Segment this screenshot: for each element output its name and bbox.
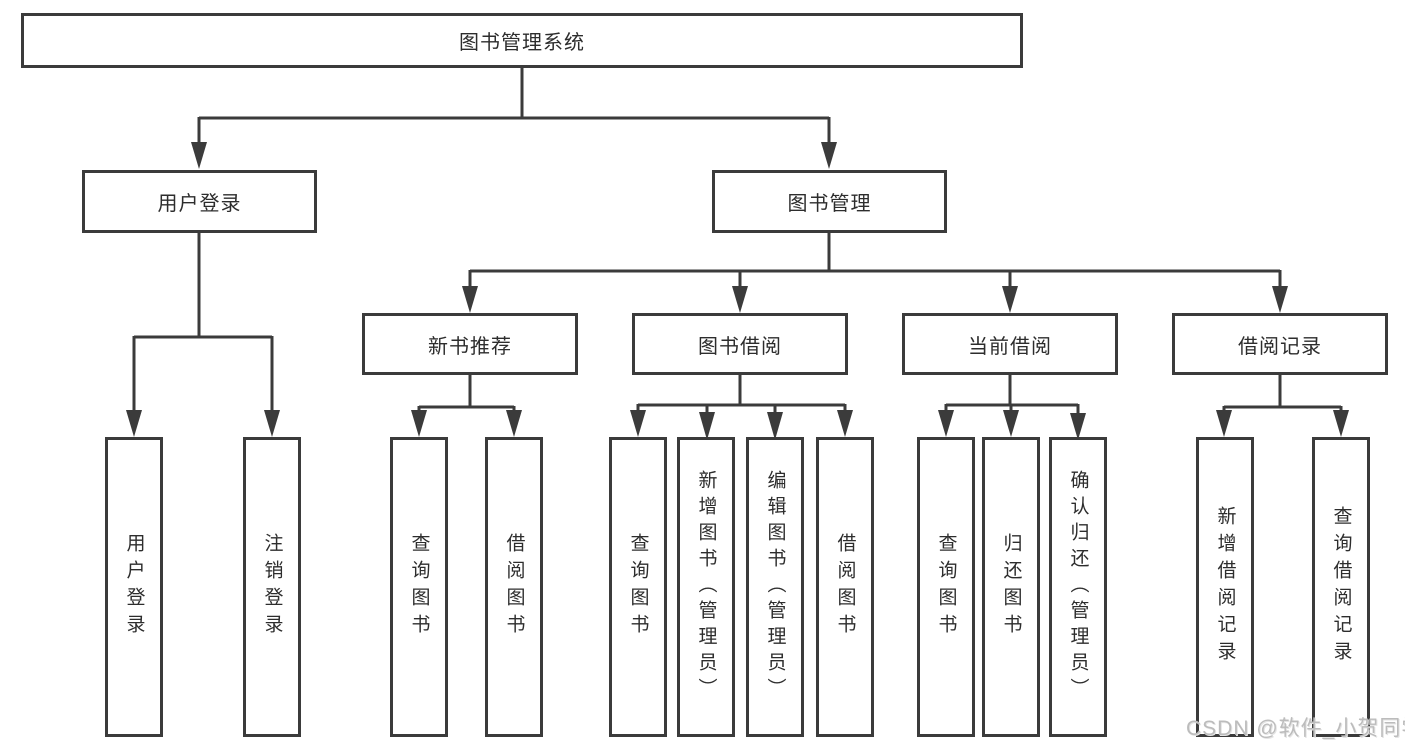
node-logout: 注销登录 (243, 437, 301, 737)
connector-login-to-leaves (132, 233, 274, 415)
node-user-login-branch: 用户登录 (82, 170, 317, 233)
node-label: 用户登录 (123, 533, 145, 641)
node-query-books: 查询图书 (390, 437, 448, 737)
node-library-management-system: 图书管理系统 (21, 13, 1023, 68)
connector-recommend-to-leaves (417, 375, 516, 415)
node-label: 新增图书（管理员） (695, 470, 717, 704)
node-borrow-books: 借阅图书 (816, 437, 874, 737)
node-query-books: 查询图书 (609, 437, 667, 737)
node-label: 查询图书 (935, 533, 957, 641)
node-label: 注销登录 (261, 533, 283, 641)
node-label: 查询图书 (627, 533, 649, 641)
node-label: 确认归还（管理员） (1067, 470, 1089, 704)
node-label: 新书推荐 (428, 335, 512, 358)
node-current-borrowing: 当前借阅 (902, 313, 1118, 375)
connector-root-to-level2 (197, 68, 831, 150)
node-query-borrow-record: 查询借阅记录 (1312, 437, 1370, 737)
node-new-book-recommend: 新书推荐 (362, 313, 578, 375)
node-label: 当前借阅 (968, 335, 1052, 358)
node-label: 图书管理系统 (459, 32, 585, 54)
node-label: 借阅图书 (834, 533, 856, 641)
node-label: 查询借阅记录 (1330, 506, 1352, 668)
node-label: 编辑图书（管理员） (764, 470, 786, 704)
csdn-watermark: CSDN @软件_小贺同学 (1186, 717, 1405, 740)
node-label: 归还图书 (1000, 533, 1022, 641)
node-label: 图书管理 (787, 193, 872, 215)
connector-current-to-leaves (944, 375, 1080, 417)
node-label: 新增借阅记录 (1214, 506, 1236, 668)
connector-records-to-leaves (1222, 375, 1343, 415)
node-label: 借阅记录 (1238, 335, 1322, 358)
node-return-books: 归还图书 (982, 437, 1040, 737)
node-label: 图书借阅 (698, 335, 782, 358)
node-confirm-return-admin: 确认归还（管理员） (1049, 437, 1107, 737)
node-add-borrow-record: 新增借阅记录 (1196, 437, 1254, 737)
node-book-management-branch: 图书管理 (712, 170, 947, 233)
node-edit-book-admin: 编辑图书（管理员） (746, 437, 804, 737)
connector-manage-to-level3 (468, 233, 1282, 292)
node-book-borrowing: 图书借阅 (632, 313, 848, 375)
node-label: 借阅图书 (503, 533, 525, 641)
node-query-books: 查询图书 (917, 437, 975, 737)
node-borrow-books: 借阅图书 (485, 437, 543, 737)
connector-borrow-to-leaves (636, 375, 847, 415)
arrowheads (126, 142, 1349, 440)
node-label: 查询图书 (408, 533, 430, 641)
node-borrowing-records: 借阅记录 (1172, 313, 1388, 375)
node-label: 用户登录 (157, 193, 242, 215)
node-add-book-admin: 新增图书（管理员） (677, 437, 735, 737)
node-user-login: 用户登录 (105, 437, 163, 737)
